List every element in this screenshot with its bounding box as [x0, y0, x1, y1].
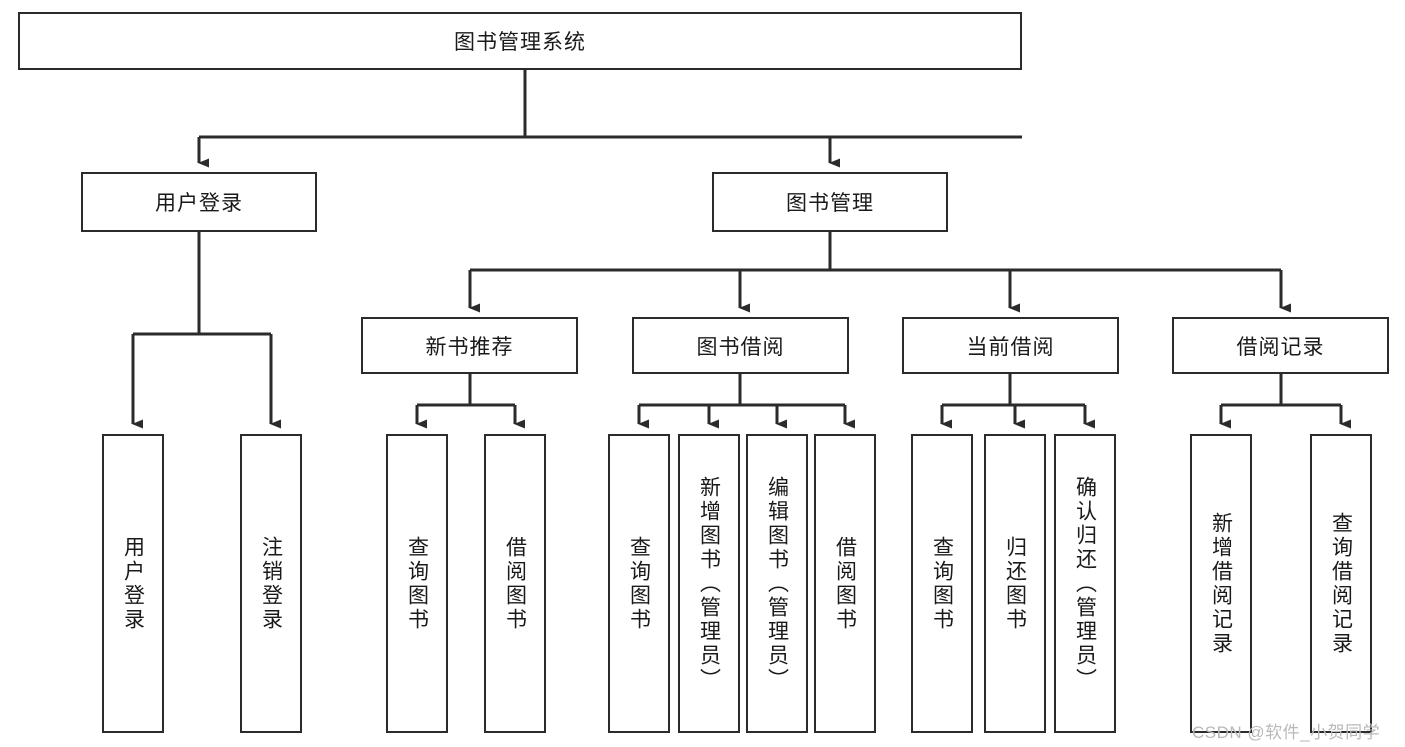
csdn-watermark: CSDN @软件_小贺同学 [1192, 723, 1381, 742]
node-book-management-label: 图书管理 [786, 192, 874, 215]
node-user-login[interactable]: 用户登录 [81, 172, 317, 232]
leaf-query-book-borrow-label: 查询图书 [627, 535, 651, 632]
leaf-user-login[interactable]: 用户登录 [102, 434, 164, 733]
node-current-borrow-label: 当前借阅 [966, 335, 1055, 359]
leaf-confirm-return-admin[interactable]: 确认归还（管理员） [1054, 434, 1116, 733]
leaf-return-book-label: 归还图书 [1003, 535, 1027, 632]
leaf-query-book-current[interactable]: 查询图书 [911, 434, 973, 733]
leaf-query-borrow-record[interactable]: 查询借阅记录 [1310, 434, 1372, 733]
leaf-logout[interactable]: 注销登录 [240, 434, 302, 733]
leaf-confirm-return-admin-label: 确认归还（管理员） [1073, 475, 1097, 692]
leaf-borrow-book[interactable]: 借阅图书 [814, 434, 876, 733]
node-new-book-recommend[interactable]: 新书推荐 [361, 317, 578, 374]
node-book-borrow[interactable]: 图书借阅 [632, 317, 849, 374]
node-borrow-record-label: 借阅记录 [1236, 335, 1325, 359]
leaf-add-book-admin-label: 新增图书（管理员） [697, 475, 721, 692]
node-new-book-recommend-label: 新书推荐 [425, 335, 514, 359]
node-borrow-record[interactable]: 借阅记录 [1172, 317, 1389, 374]
node-current-borrow[interactable]: 当前借阅 [902, 317, 1119, 374]
leaf-borrow-book-recommend-label: 借阅图书 [503, 535, 527, 632]
leaf-query-book-recommend[interactable]: 查询图书 [386, 434, 448, 733]
leaf-query-book-current-label: 查询图书 [930, 535, 954, 632]
leaf-edit-book-admin[interactable]: 编辑图书（管理员） [746, 434, 808, 733]
leaf-add-book-admin[interactable]: 新增图书（管理员） [678, 434, 740, 733]
node-root-label: 图书管理系统 [454, 31, 586, 54]
leaf-borrow-book-label: 借阅图书 [833, 535, 857, 632]
leaf-add-borrow-record[interactable]: 新增借阅记录 [1190, 434, 1252, 733]
leaf-add-borrow-record-label: 新增借阅记录 [1209, 511, 1233, 656]
node-root[interactable]: 图书管理系统 [18, 12, 1022, 70]
node-book-borrow-label: 图书借阅 [696, 335, 785, 359]
leaf-query-book-recommend-label: 查询图书 [405, 535, 429, 632]
leaf-query-book-borrow[interactable]: 查询图书 [608, 434, 670, 733]
leaf-query-borrow-record-label: 查询借阅记录 [1329, 511, 1353, 656]
leaf-return-book[interactable]: 归还图书 [984, 434, 1046, 733]
leaf-user-login-label: 用户登录 [121, 535, 145, 632]
leaf-edit-book-admin-label: 编辑图书（管理员） [765, 475, 789, 692]
node-book-management[interactable]: 图书管理 [712, 172, 948, 232]
leaf-logout-label: 注销登录 [259, 535, 283, 632]
node-user-login-label: 用户登录 [155, 192, 243, 215]
leaf-borrow-book-recommend[interactable]: 借阅图书 [484, 434, 546, 733]
